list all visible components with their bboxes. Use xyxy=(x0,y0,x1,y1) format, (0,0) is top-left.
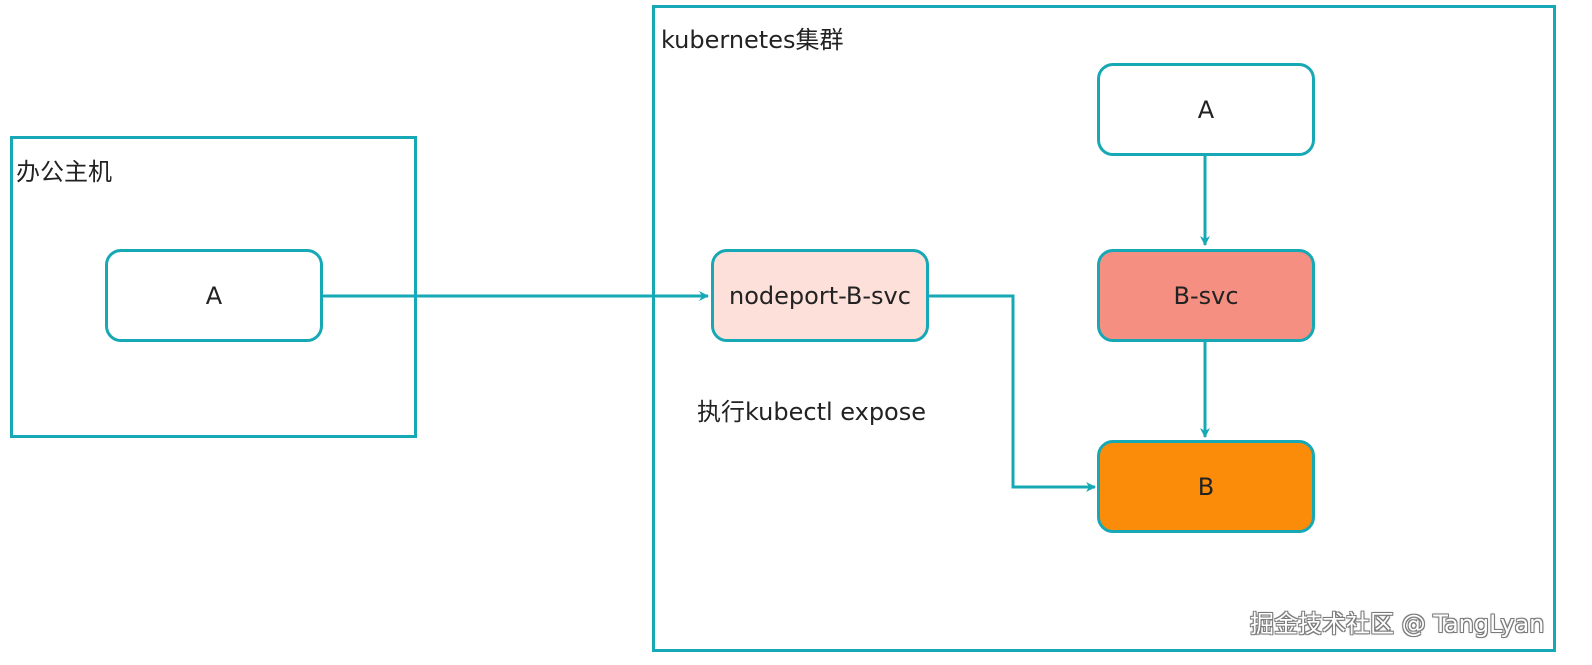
cluster-a-node-label: A xyxy=(1197,95,1215,124)
b-node[interactable]: B xyxy=(1097,440,1315,533)
office-a-node[interactable]: A xyxy=(105,249,323,342)
nodeport-b-svc-node[interactable]: nodeport-B-svc xyxy=(711,249,929,342)
b-node-label: B xyxy=(1197,472,1215,501)
office-host-group xyxy=(10,136,417,438)
watermark: 掘金技术社区 @ TangLyan xyxy=(1250,610,1545,638)
k8s-cluster-group xyxy=(652,5,1556,652)
office-host-label: 办公主机 xyxy=(16,158,112,186)
kubectl-expose-annotation: 执行kubectl expose xyxy=(697,398,927,426)
office-a-node-label: A xyxy=(205,281,223,310)
nodeport-b-svc-node-label: nodeport-B-svc xyxy=(729,281,911,310)
k8s-cluster-label: kubernetes集群 xyxy=(661,26,844,54)
b-svc-node-label: B-svc xyxy=(1173,281,1239,310)
b-svc-node[interactable]: B-svc xyxy=(1097,249,1315,342)
edge-nodeport-to-b xyxy=(929,294,1096,492)
cluster-a-node[interactable]: A xyxy=(1097,63,1315,156)
